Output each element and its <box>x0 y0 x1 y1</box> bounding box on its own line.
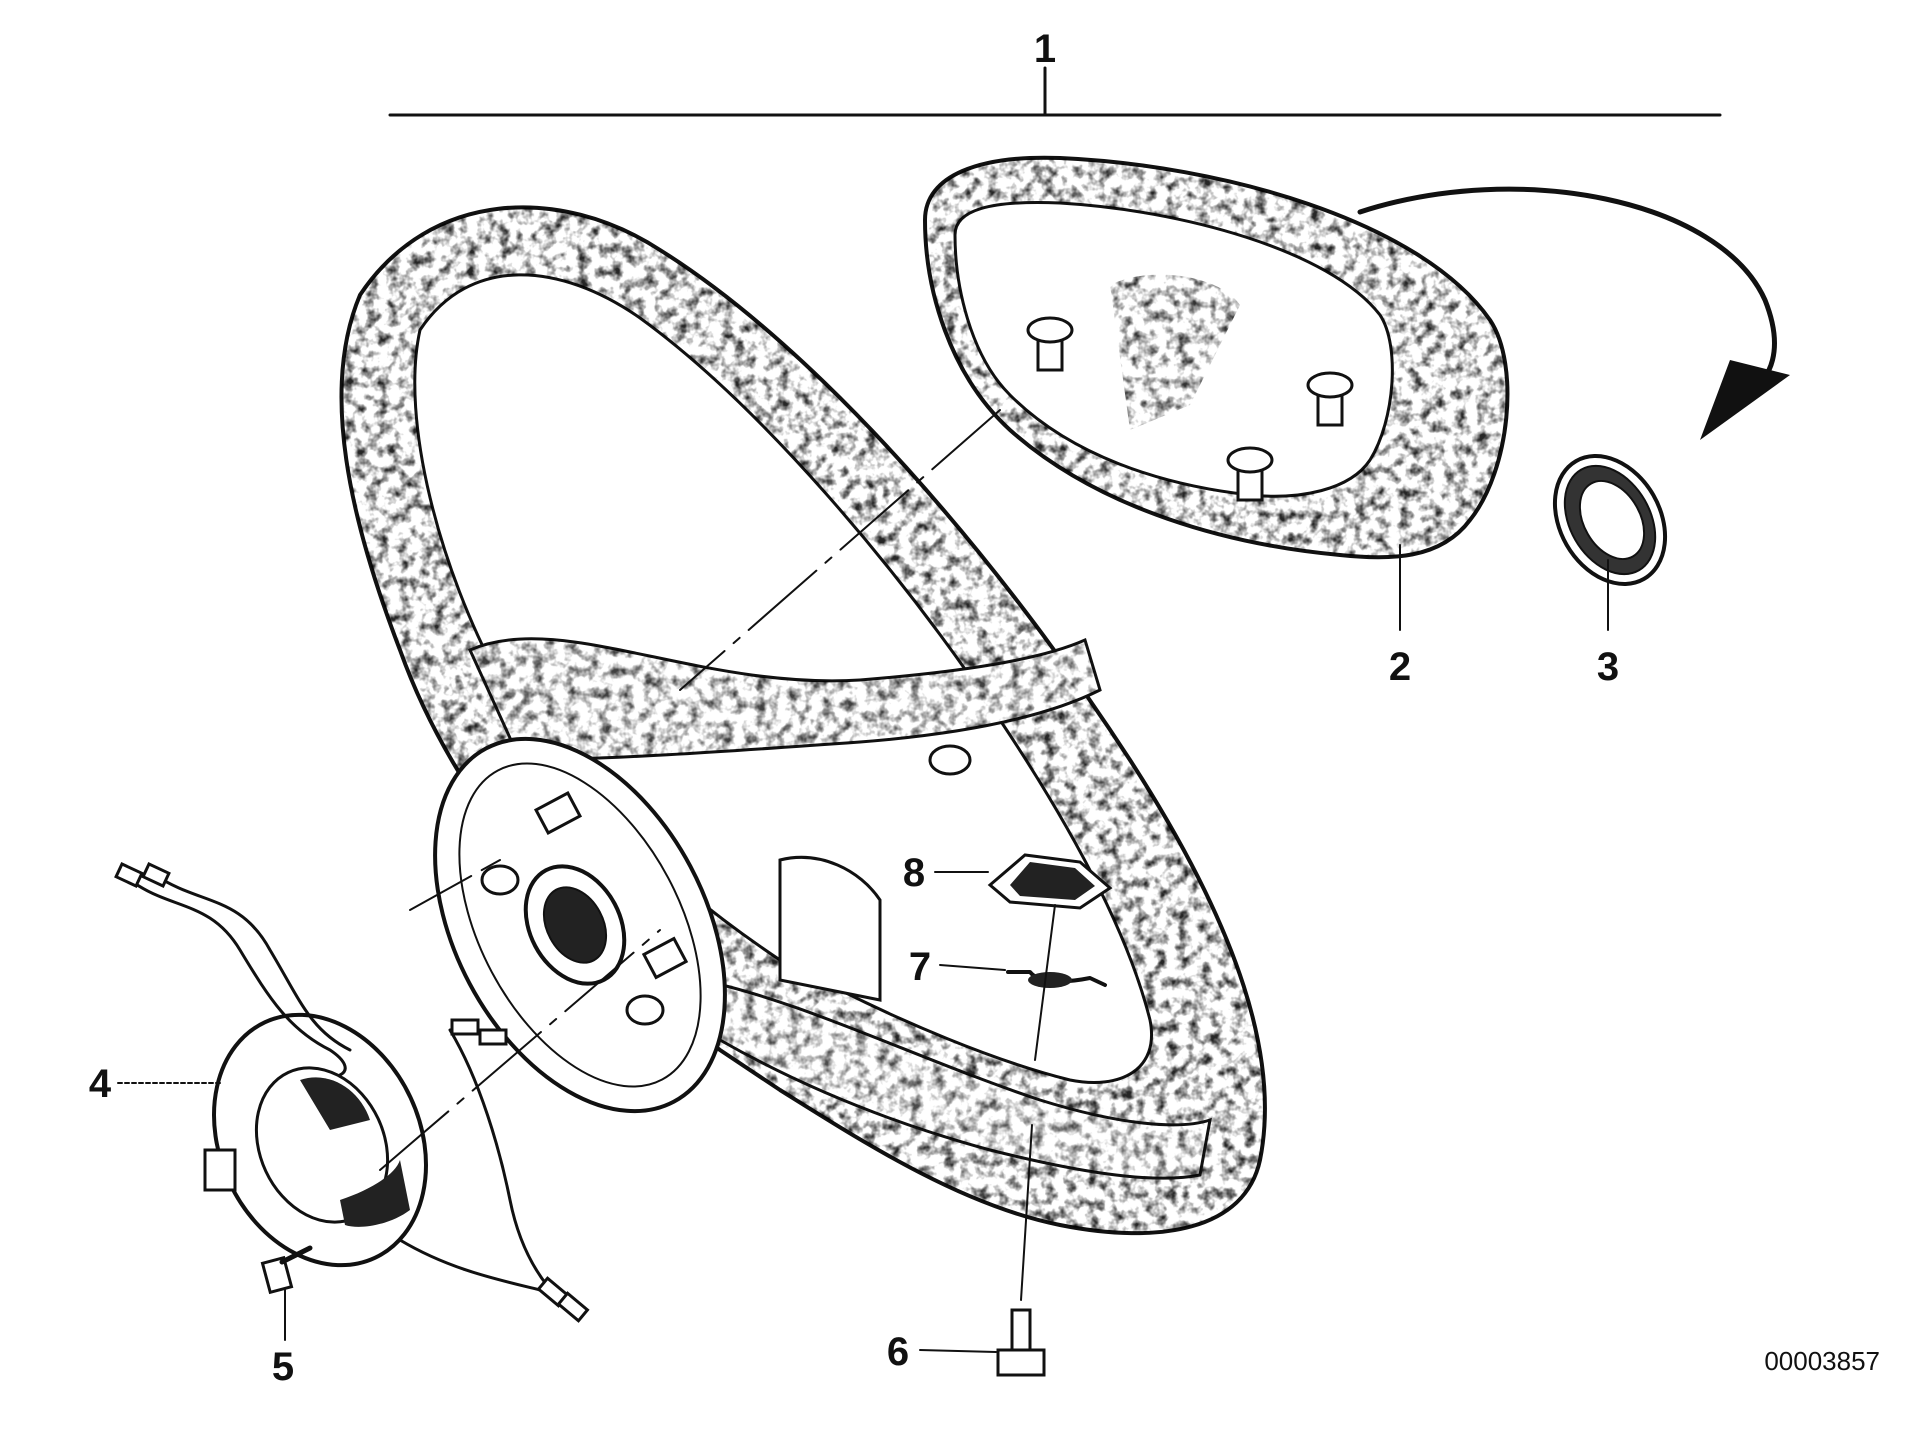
bolt-item-6 <box>996 1124 1046 1377</box>
callout-6: 6 <box>887 1330 909 1374</box>
horn-pad <box>922 155 1510 560</box>
assembly-bracket-line <box>388 66 1722 117</box>
callout-5: 5 <box>272 1345 294 1389</box>
steering-wheel-upper-spoke <box>468 637 1102 776</box>
switch-item-8 <box>987 853 1113 1061</box>
slip-ring <box>203 1012 428 1268</box>
direction-arrow <box>1357 186 1790 440</box>
spring-clip-item-7 <box>1006 970 1107 988</box>
callout-3: 3 <box>1597 645 1619 689</box>
steering-wheel-hub <box>433 736 727 1114</box>
screw-item-5 <box>260 1245 313 1295</box>
callout-1: 1 <box>1034 27 1056 71</box>
steering-wheel-lower-spoke <box>697 855 1212 1180</box>
callout-2: 2 <box>1389 645 1411 689</box>
horn-pad-studs <box>1026 316 1354 502</box>
callout-7: 7 <box>909 945 931 989</box>
callout-leaders <box>117 544 1609 1353</box>
emblem-badge <box>1552 454 1668 586</box>
document-number: 00003857 <box>1764 1346 1880 1376</box>
callout-8: 8 <box>903 851 925 895</box>
assembly-guide-lines <box>379 409 1001 1171</box>
contact-wires <box>114 862 590 1323</box>
callout-4: 4 <box>89 1062 112 1106</box>
callout-labels: 1 2 3 4 5 6 7 8 <box>89 27 1619 1389</box>
